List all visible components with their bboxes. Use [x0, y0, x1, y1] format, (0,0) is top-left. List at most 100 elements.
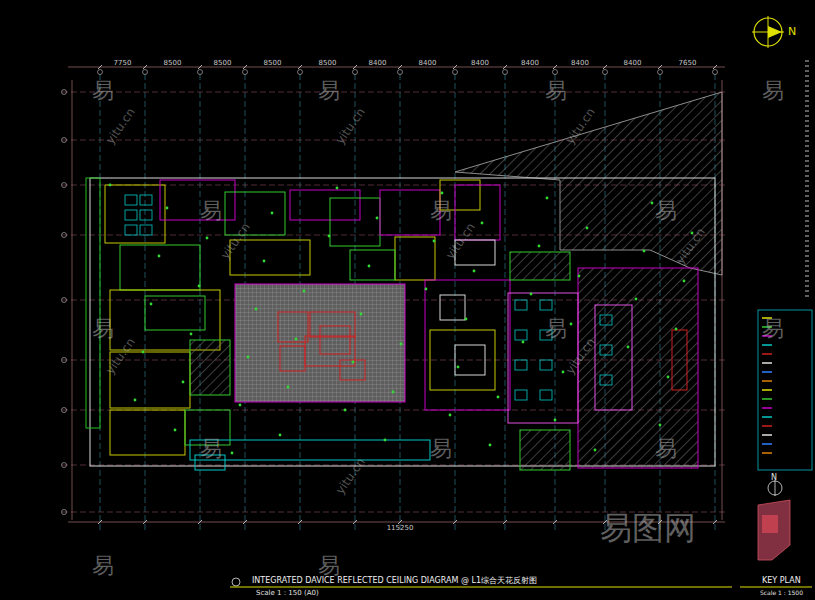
grid-bubble	[198, 70, 203, 75]
light-fixture	[368, 265, 371, 268]
light-fixture	[683, 280, 686, 283]
fixture	[515, 300, 527, 310]
grid-bubble	[658, 70, 663, 75]
dimension-tick	[143, 65, 147, 69]
light-fixture	[489, 444, 492, 447]
room-outline	[425, 280, 510, 410]
legend-sample	[762, 380, 772, 382]
light-fixture	[158, 255, 161, 258]
scale-note: Scale 1 : 150 (A0)	[256, 590, 319, 597]
room-outline	[340, 360, 365, 380]
dimension-tick	[198, 65, 202, 69]
dimension-tick	[553, 520, 557, 524]
grid-bubble	[353, 70, 358, 75]
dimension-tick	[658, 65, 662, 69]
dimension: 8500	[164, 60, 182, 67]
fixture	[540, 300, 552, 310]
grid-lines	[62, 65, 729, 530]
light-fixture	[433, 240, 436, 243]
grid-bubble	[713, 70, 718, 75]
room-outline	[430, 330, 495, 390]
light-fixture	[635, 298, 638, 301]
fixture	[140, 210, 152, 220]
light-fixture	[360, 313, 363, 316]
watermark: 易图网	[600, 512, 696, 544]
dimension: 8500	[264, 60, 282, 67]
north-arrow	[752, 16, 784, 48]
fixture	[125, 225, 137, 235]
fixture	[600, 315, 612, 325]
dimension-tick	[243, 520, 247, 524]
room-outline	[510, 252, 570, 280]
dimension-tick	[453, 65, 457, 69]
light-fixture	[465, 318, 468, 321]
fixture	[515, 390, 527, 400]
light-fixture	[142, 351, 145, 354]
fixture	[540, 360, 552, 370]
light-fixture	[279, 434, 282, 437]
fixture	[515, 330, 527, 340]
light-fixture	[392, 391, 395, 394]
fixture	[600, 345, 612, 355]
light-fixture	[134, 399, 137, 402]
key-plan-band: KEY PLANScale 1 : 1500	[740, 576, 813, 598]
room-outline	[278, 312, 308, 342]
dimension-tick	[603, 65, 607, 69]
light-fixture	[206, 237, 209, 240]
drawing-title: INTEGRATED DAVICE REFLECTED CEILING DIAG…	[252, 577, 537, 585]
legend-sample	[762, 353, 772, 355]
room-outline	[395, 237, 435, 280]
light-fixture	[384, 439, 387, 442]
room-outline	[455, 345, 485, 375]
legend-sample	[762, 362, 772, 364]
grid-line	[62, 140, 728, 141]
grid-bubble	[553, 70, 558, 75]
north-label: N	[788, 26, 796, 37]
dimension-tick	[143, 520, 147, 524]
dimension-tick	[98, 520, 102, 524]
watermark: 易	[655, 438, 677, 460]
dimension: 7650	[679, 60, 697, 67]
room-outline	[110, 410, 185, 455]
light-fixture	[336, 187, 339, 190]
dimension-tick	[398, 520, 402, 524]
fixture	[140, 195, 152, 205]
legend-panel	[758, 310, 812, 470]
light-fixture	[400, 343, 403, 346]
dimension: 8400	[369, 60, 387, 67]
dimension-tick	[553, 65, 557, 69]
room-outline	[190, 440, 430, 460]
light-fixture	[263, 260, 266, 263]
dimension-tick	[98, 65, 102, 69]
scale-note: Scale 1 : 1500	[760, 590, 803, 596]
light-fixture	[182, 381, 185, 384]
light-fixture	[425, 288, 428, 291]
room-outline	[190, 340, 230, 395]
legend-sample	[762, 407, 772, 409]
fixture	[140, 225, 152, 235]
room-outline	[310, 312, 355, 337]
grid-bubble	[62, 90, 67, 95]
watermark: 易	[762, 318, 784, 340]
grid-line	[200, 74, 201, 530]
dimension-line	[722, 80, 723, 520]
grid-bubble	[62, 463, 67, 468]
fixture	[125, 195, 137, 205]
watermark: 易	[545, 80, 567, 102]
dimension: 115250	[387, 525, 414, 532]
light-fixture	[659, 424, 662, 427]
grid-bubble	[143, 70, 148, 75]
hatched-area	[455, 92, 722, 275]
watermark: 易	[92, 555, 114, 577]
light-fixture	[449, 414, 452, 417]
light-fixture	[530, 293, 533, 296]
fixture	[125, 210, 137, 220]
grid-bubble	[603, 70, 608, 75]
light-fixture	[239, 404, 242, 407]
light-fixture	[344, 409, 347, 412]
light-fixture	[328, 235, 331, 238]
room-outline	[105, 185, 165, 243]
room-outline	[578, 268, 698, 468]
grid-line	[62, 92, 728, 93]
